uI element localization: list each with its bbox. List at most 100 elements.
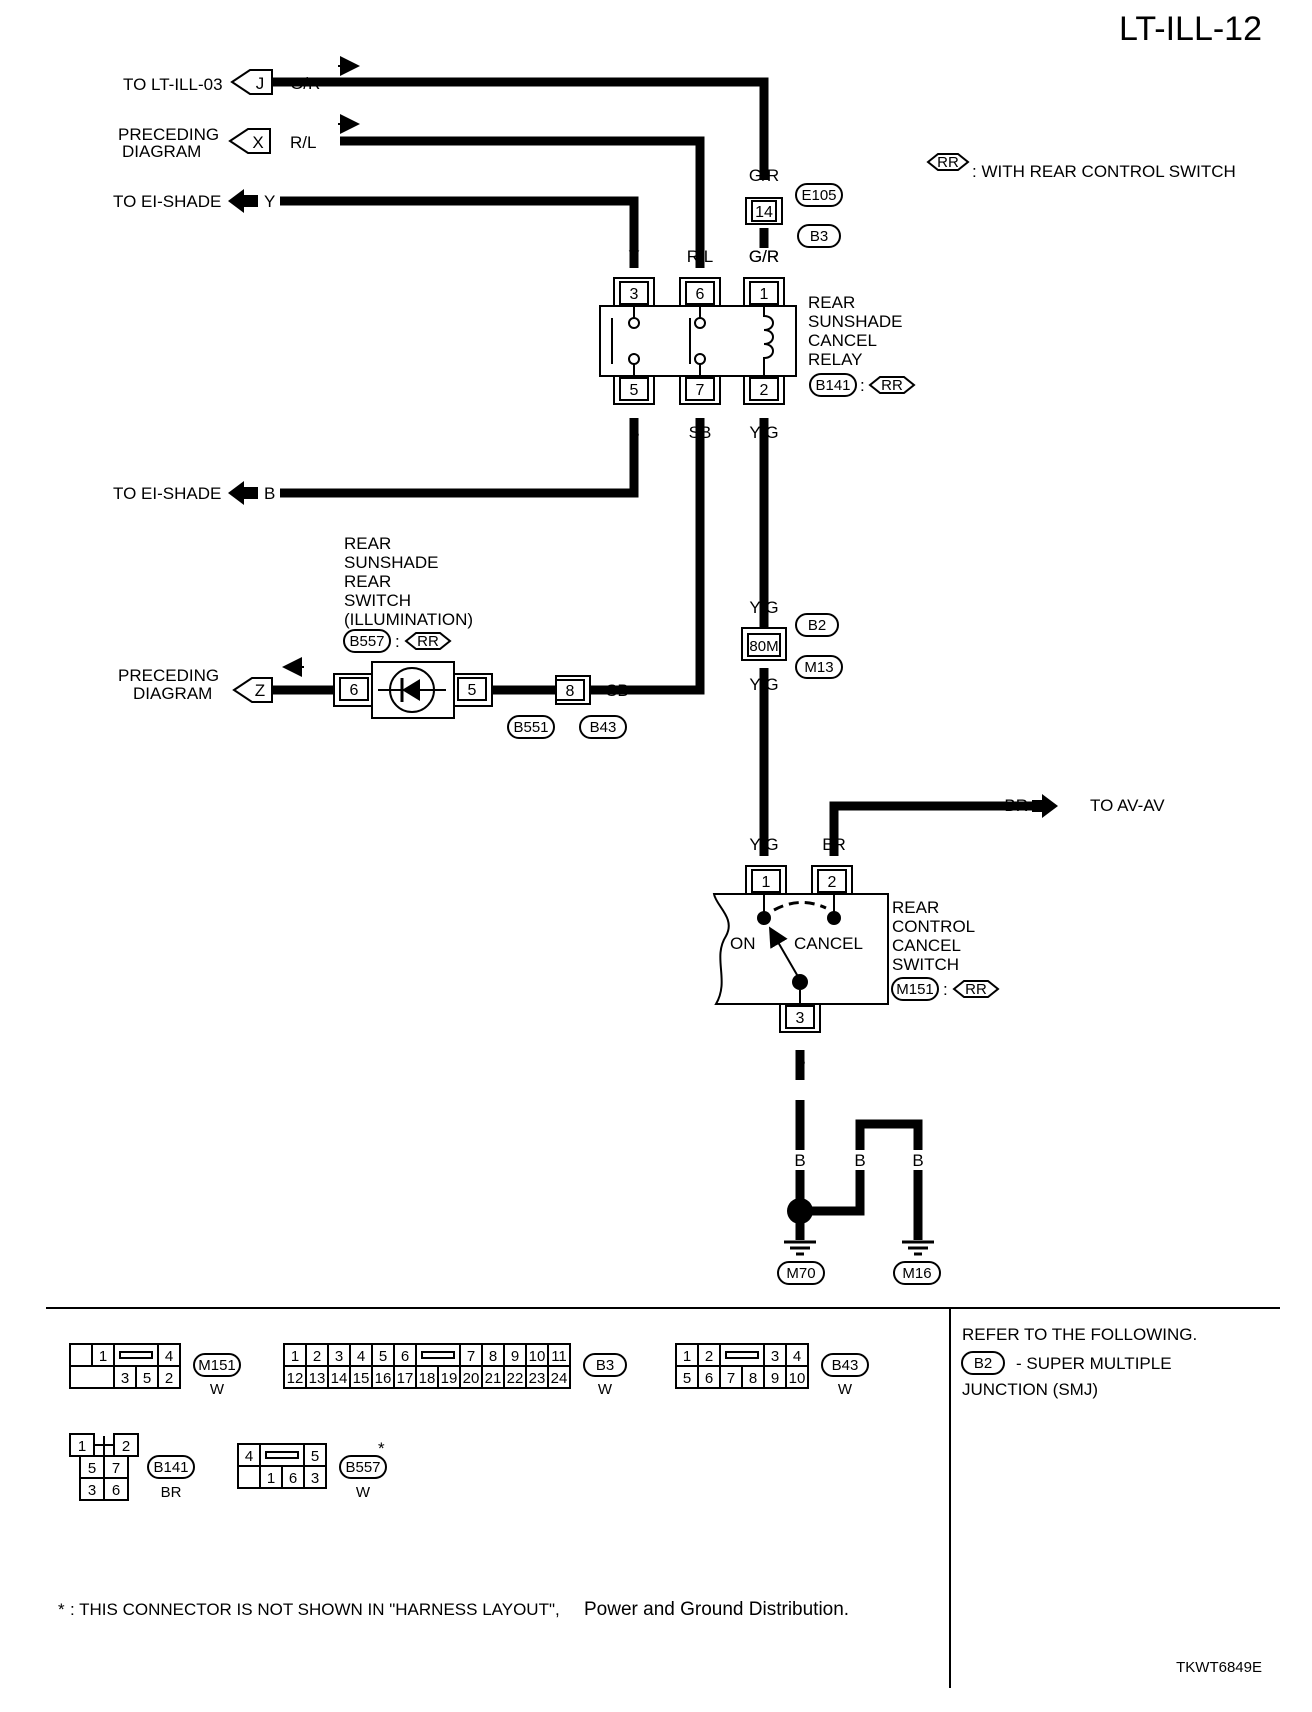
control-wire-3: B (794, 1051, 805, 1070)
e105-conn2: B3 (810, 228, 828, 245)
control-pin-2: 2 (828, 874, 837, 891)
refer-note: REFER TO THE FOLLOWING. B2 - SUPER MULTI… (961, 1325, 1197, 1399)
b557-id: B557 (345, 1459, 380, 1476)
b43-pin: 6 (705, 1370, 713, 1387)
offpage-av: BR TO AV-AV (1004, 794, 1165, 818)
b141-id: B141 (153, 1459, 188, 1476)
b3-pin: 16 (375, 1370, 392, 1387)
b557-pin: 1 (267, 1470, 275, 1487)
legend-rr-text: : WITH REAR CONTROL SWITCH (972, 162, 1236, 181)
refer-line-2: - SUPER MULTIPLE (1016, 1354, 1172, 1373)
b3-pin: 20 (463, 1370, 480, 1387)
offpage-x-text1: PRECEDING (118, 125, 219, 144)
sunshade-name-3: REAR (344, 572, 391, 591)
offpage-z: PRECEDING DIAGRAM Z (118, 657, 304, 703)
splice-icon (787, 1198, 813, 1224)
e105-wire-top: G/R (749, 166, 779, 185)
footnote: * : THIS CONNECTOR IS NOT SHOWN IN "HARN… (58, 1599, 849, 1620)
b557-star: * (378, 1439, 385, 1458)
b43-id: B43 (832, 1357, 859, 1374)
control-name-4: SWITCH (892, 955, 959, 974)
connector-e105: G/R 14 E105 B3 G/R (745, 166, 843, 266)
m151-pin: 3 (121, 1370, 129, 1387)
b43-pin: 4 (793, 1348, 801, 1365)
b3-pin: 18 (419, 1370, 436, 1387)
footnote-star: * (58, 1600, 65, 1619)
b141-pin: 5 (88, 1460, 96, 1477)
b43-pin: 3 (771, 1348, 779, 1365)
relay-bottom-pin-2: 7 (696, 382, 705, 399)
offpage-x: PRECEDING DIAGRAM X R/L (118, 114, 360, 161)
b43-pin: 2 (705, 1348, 713, 1365)
sunshade-name-4: SWITCH (344, 591, 411, 610)
control-switch: Y/G BR 1 2 ON CANCEL REAR CONTROL CANCEL… (712, 835, 1000, 1070)
b3-pin: 13 (309, 1370, 326, 1387)
b43-color: W (838, 1381, 853, 1398)
relay: Y R/L G/R 3 6 1 5 7 2 (599, 247, 916, 442)
face-b141: 1 2 5 7 3 6 B141 BR (69, 1433, 195, 1501)
refer-line-3: JUNCTION (SMJ) (962, 1380, 1098, 1399)
offpage-x-color: R/L (290, 133, 316, 152)
arrow-right-icon (1032, 794, 1058, 818)
footnote-text-2: Power and Ground Distribution. (584, 1599, 849, 1620)
control-wire-2: BR (822, 835, 846, 854)
b3-color: W (598, 1381, 613, 1398)
sunshade-name-1: REAR (344, 534, 391, 553)
e105-wire-bottom: G/R (749, 247, 779, 266)
relay-name-4: RELAY (808, 350, 863, 369)
b3-pin: 24 (551, 1370, 568, 1387)
jc-conn2: B43 (590, 719, 617, 736)
relay-sep: : (860, 376, 865, 395)
b557-pin: 6 (289, 1470, 297, 1487)
relay-bottom-wire-3: Y/G (749, 423, 778, 442)
relay-bottom-pin-3: 2 (760, 382, 769, 399)
sunshade-conn: B557 (349, 633, 384, 650)
control-name-3: CANCEL (892, 936, 961, 955)
b3-pin: 22 (507, 1370, 524, 1387)
ground: B B B B M70 M16 (777, 1080, 941, 1285)
relay-name-2: SUNSHADE (808, 312, 902, 331)
m151-color: W (210, 1381, 225, 1398)
face-b557: 4 5 1 6 3 B557 * W (237, 1439, 387, 1501)
offpage-j-letter: J (256, 74, 265, 93)
control-pin-1: 1 (762, 874, 771, 891)
b3-pin: 11 (551, 1348, 567, 1365)
b43-pin: 9 (771, 1370, 779, 1387)
m151-pin: 1 (99, 1348, 107, 1365)
relay-contact-icon (611, 306, 706, 376)
m151-id: M151 (198, 1357, 236, 1374)
b141-pin: 7 (112, 1460, 120, 1477)
sunshade-pin-left: 6 (350, 682, 359, 699)
b3-pin: 17 (397, 1370, 414, 1387)
b557-color: W (356, 1484, 371, 1501)
b3-pin: 6 (401, 1348, 409, 1365)
relay-bottom-pin-1: 5 (630, 382, 639, 399)
control-wire-1: Y/G (749, 835, 778, 854)
b3-pin: 8 (489, 1348, 497, 1365)
smj-wire-bottom: Y/G (749, 675, 778, 694)
b141-color: BR (161, 1484, 182, 1501)
ground-wire-3: B (912, 1151, 923, 1170)
control-pin-3: 3 (796, 1010, 805, 1027)
relay-name-1: REAR (808, 293, 855, 312)
face-m151: 1 4 3 5 2 M151 W (69, 1343, 241, 1398)
refer-conn: B2 (974, 1355, 992, 1372)
sunshade-name-5: (ILLUMINATION) (344, 610, 473, 629)
control-tag: RR (965, 981, 987, 998)
jc-wire: SB (606, 681, 629, 700)
offpage-z-text1: PRECEDING (118, 666, 219, 685)
b43-pin: 10 (789, 1370, 806, 1387)
sunshade-sep: : (395, 632, 400, 651)
b43-pin: 5 (683, 1370, 691, 1387)
e105-conn1: E105 (801, 187, 836, 204)
m151-pin: 5 (143, 1370, 151, 1387)
offpage-j-text: TO LT-ILL-03 (123, 75, 223, 94)
b3-pin: 14 (331, 1370, 348, 1387)
relay-bottom-wire-2: SB (689, 423, 712, 442)
control-cancel: CANCEL (794, 934, 863, 953)
control-name-2: CONTROL (892, 917, 975, 936)
ground-wire-1-label: B (794, 1151, 805, 1170)
